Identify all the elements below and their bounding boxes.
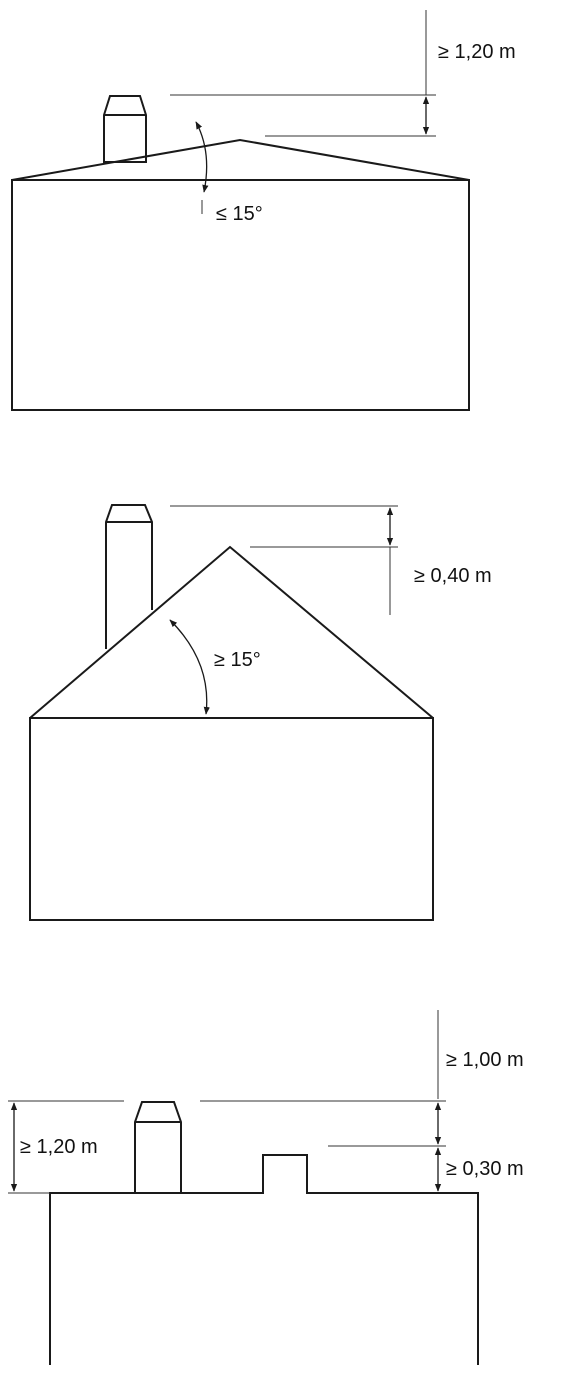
- angle-arc: [195, 121, 209, 193]
- chimney: [105, 504, 153, 649]
- chimney: [103, 95, 147, 163]
- roof-outline: [11, 138, 470, 181]
- building-outline: [49, 1154, 479, 1365]
- building-body: [29, 717, 434, 921]
- attic-height-label: ≥ 0,30 m: [446, 1158, 524, 1180]
- figure-steep-roof: ≥ 0,40 m ≥ 15°: [29, 504, 492, 921]
- angle-label: ≥ 15°: [214, 649, 261, 671]
- figure-low-pitch-roof: ≥ 1,20 m ≤ 15°: [11, 10, 516, 411]
- building-body: [11, 179, 470, 411]
- left-height-label: ≥ 1,20 m: [20, 1136, 98, 1158]
- angle-label: ≤ 15°: [216, 203, 263, 225]
- height-label: ≥ 1,20 m: [438, 41, 516, 63]
- angle-arc: [169, 619, 210, 715]
- figure-flat-roof: ≥ 1,20 m ≥ 1,00 m ≥ 0,30 m: [8, 1010, 524, 1365]
- chimney: [134, 1101, 182, 1194]
- roof-outline: [29, 545, 434, 719]
- height-label: ≥ 0,40 m: [414, 565, 492, 587]
- upper-height-label: ≥ 1,00 m: [446, 1049, 524, 1071]
